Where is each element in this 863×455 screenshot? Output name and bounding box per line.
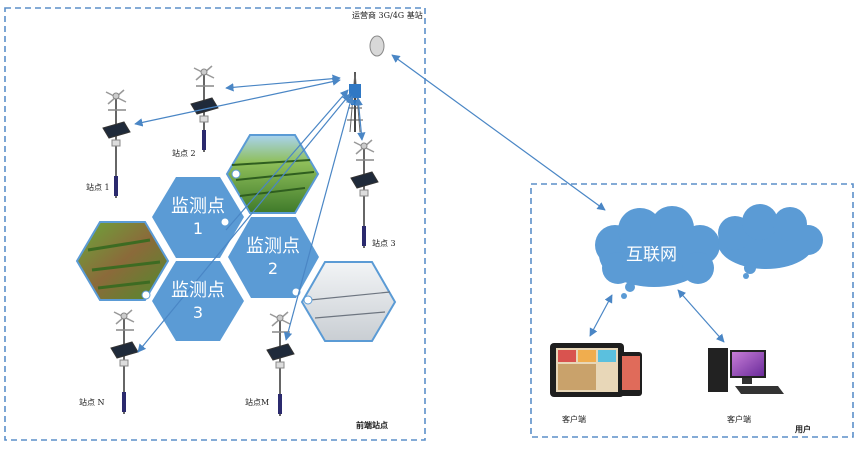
station-n-label: 站点 N	[79, 397, 105, 407]
weather-station-1-icon	[102, 89, 131, 198]
monitor-point-3-line2: 3	[193, 303, 203, 322]
client-tablet-label: 客户端	[562, 414, 586, 424]
tablet-phone-icon	[550, 343, 642, 397]
monitor-point-2-line1: 监测点	[246, 236, 300, 257]
arrow-internet-to-tablet	[589, 294, 613, 337]
base-station-tower-icon	[347, 35, 385, 133]
monitor-point-2-hex	[228, 217, 319, 298]
monitor-point-1-line1: 监测点	[171, 196, 225, 217]
internet-cloud-icon	[595, 204, 823, 299]
arrow-tower-to-internet	[391, 54, 606, 211]
monitor-point-2-line2: 2	[268, 259, 278, 278]
station-3-label: 站点 3	[372, 238, 396, 248]
client-pc-label: 客户端	[727, 414, 751, 424]
monitor-point-3-line1: 监测点	[171, 280, 225, 301]
station-2-label: 站点 2	[172, 148, 196, 158]
user-region-label: 用户	[794, 424, 811, 434]
arrow-station3-to-tower	[354, 97, 366, 141]
monitor-point-1-hex	[152, 177, 244, 258]
monitor-point-3-hex	[152, 261, 244, 341]
snow-photo-hex	[300, 261, 397, 342]
weather-station-3-icon	[350, 139, 379, 248]
desktop-pc-icon	[708, 348, 784, 394]
farmland-photo-hex	[75, 221, 170, 301]
arrow-internet-to-pc	[677, 289, 725, 343]
front-sites-region	[4, 7, 426, 441]
hex-dot	[220, 217, 230, 227]
internet-label: 互联网	[626, 245, 677, 265]
arrow-stationM-to-tower	[283, 95, 355, 341]
user-region	[530, 183, 854, 438]
front-sites-label: 前端站点	[356, 420, 388, 430]
monitor-point-1-line2: 1	[193, 219, 203, 238]
weather-station-n-icon	[110, 309, 139, 414]
station-1-label: 站点 1	[86, 182, 110, 192]
arrow-station2-to-tower	[225, 74, 341, 92]
field-photo-hex	[225, 134, 320, 214]
station-m-label: 站点M	[245, 397, 269, 407]
base-station-label: 运营商 3G/4G 基站	[352, 10, 423, 20]
connection-arrows	[134, 54, 725, 353]
